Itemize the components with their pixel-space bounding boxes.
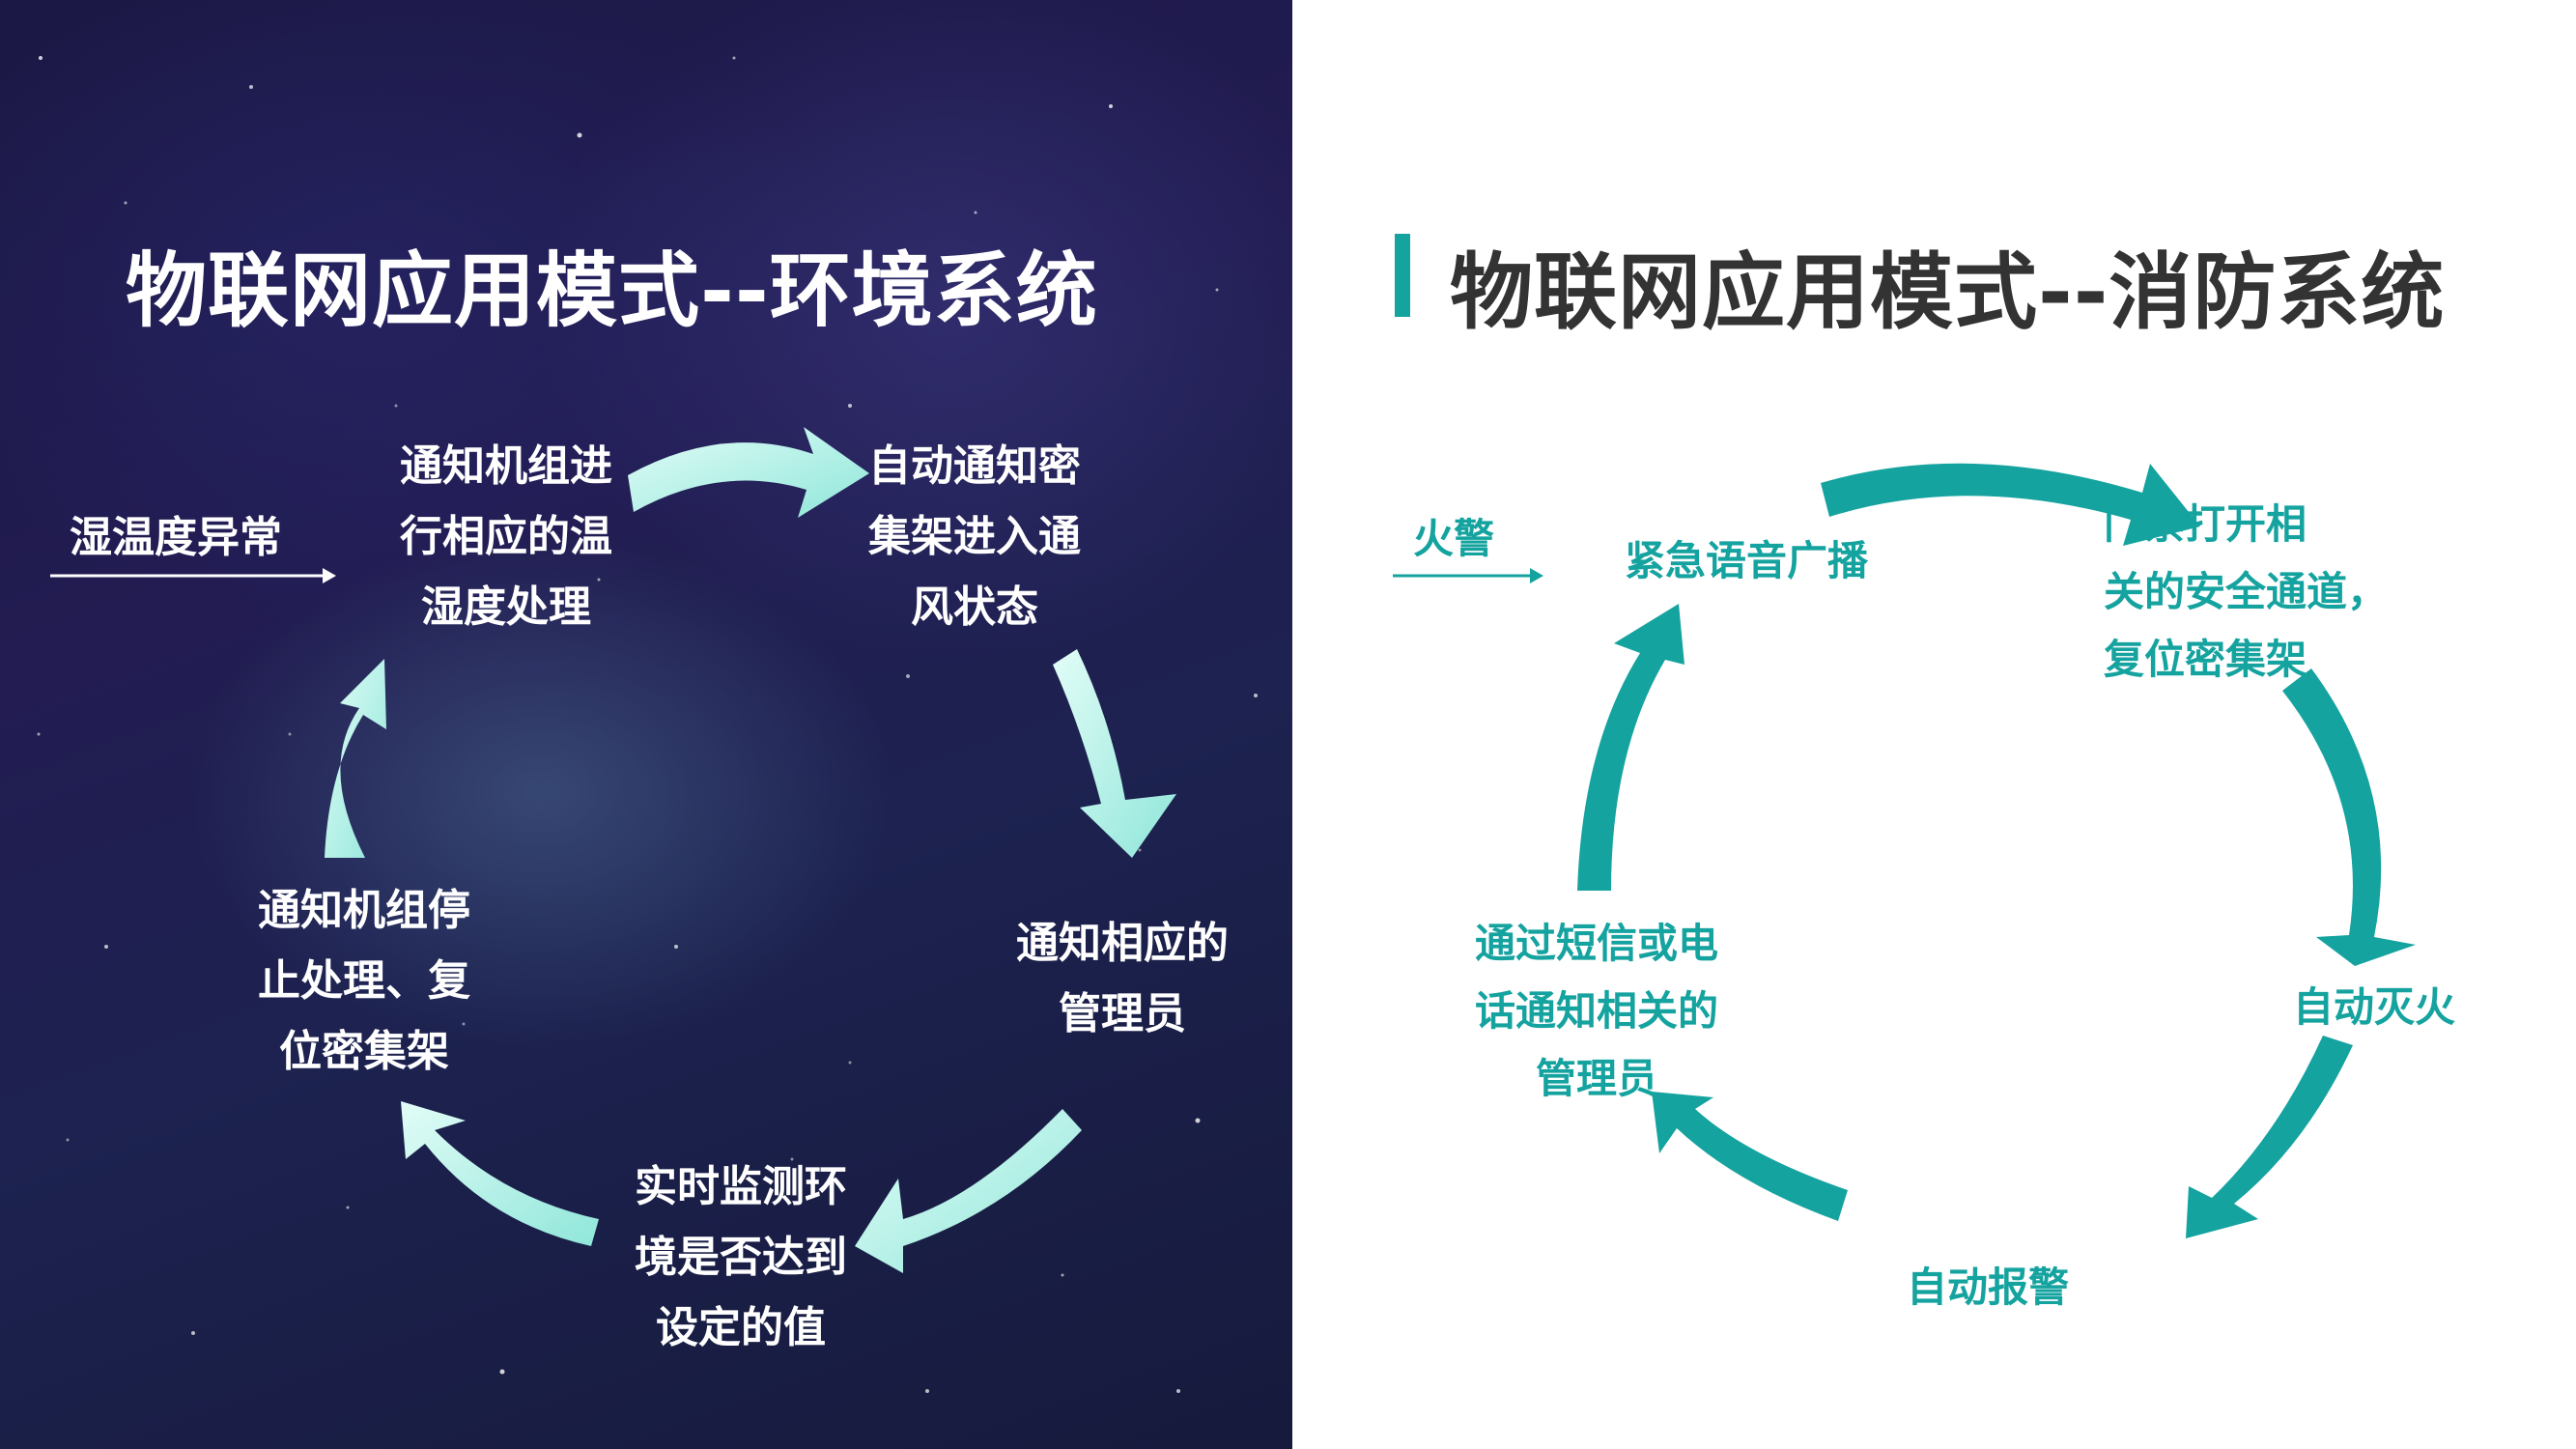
env-arrow-4-to-5 (401, 1101, 599, 1246)
env-trigger-label: 湿温度异常 (70, 513, 282, 562)
env-arrow-3-to-4 (855, 1109, 1082, 1273)
fire-trigger-label: 火警 (1413, 515, 1495, 562)
fire-trigger-arrow (1393, 568, 1543, 583)
fire-node-3: 自动灭火 (2292, 983, 2455, 1031)
fire-arrow-2-to-3 (2282, 668, 2416, 966)
fire-arrow-1-to-2 (1821, 463, 2200, 546)
env-trigger-arrow (50, 568, 336, 583)
env-node-4: 实时监测环 境是否达到 设定的值 (635, 1162, 847, 1352)
fire-node-2: 门禁打开相 关的安全通道， 复位密集架 (2104, 500, 2389, 683)
env-arrow-5-to-1 (325, 659, 386, 858)
fire-cycle-arrows (1393, 463, 2416, 1238)
env-arrow-2-to-3 (1053, 649, 1176, 858)
fire-node-1: 紧急语音广播 (1624, 537, 1868, 584)
env-node-1: 通知机组进 行相应的温 湿度处理 (400, 441, 612, 632)
environment-cycle-arrows (50, 427, 1176, 1273)
fire-arrow-5-to-1 (1577, 604, 1684, 891)
fire-arrow-3-to-4 (2186, 1036, 2353, 1238)
title-accent-bar (1395, 234, 1410, 317)
fire-system-title: 物联网应用模式--消防系统 (1450, 244, 2446, 341)
fire-node-5: 通过短信或电 话通知相关的 管理员 (1474, 920, 1718, 1102)
env-node-5: 通知机组停 止处理、复 位密集架 (258, 886, 470, 1076)
fire-system-panel: 物联网应用模式--消防系统 火警 紧急语音广播 门禁打开相 关的安全通道， 复位… (1292, 0, 2576, 1449)
environment-system-title: 物联网应用模式--环境系统 (126, 243, 1098, 338)
starfield (0, 0, 1292, 1449)
fire-arrow-4-to-5 (1652, 1092, 1848, 1221)
env-node-2: 自动通知密 集架进入通 风状态 (868, 441, 1081, 632)
env-node-3: 通知相应的 管理员 (1016, 919, 1229, 1038)
environment-system-panel: 物联网应用模式--环境系统 湿温度异常 通知机组进 行相应的温 湿度处理 自动通… (0, 0, 1292, 1449)
fire-node-4: 自动报警 (1906, 1264, 2069, 1311)
env-arrow-1-to-2 (628, 427, 869, 518)
